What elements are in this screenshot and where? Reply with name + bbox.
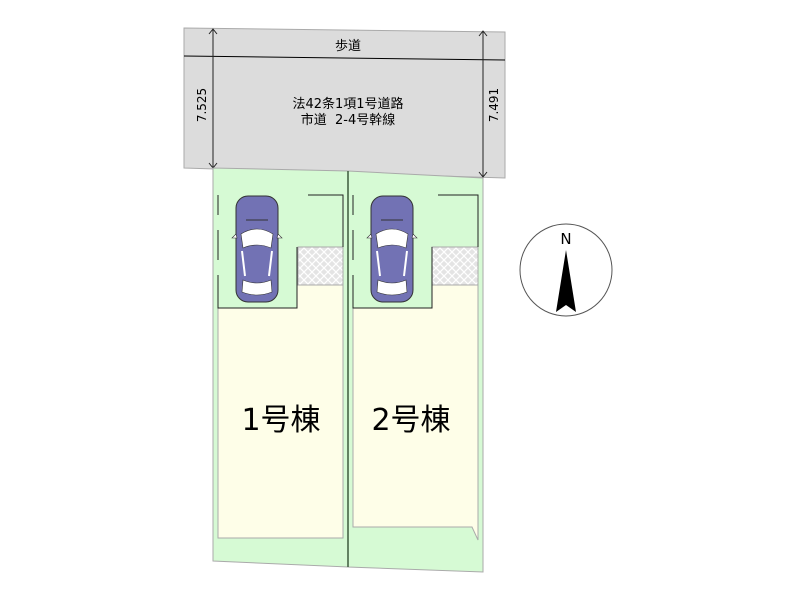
width-right-label: 7.491 [487,88,501,122]
hatched-area [431,246,479,286]
lot-2-label: 2号棟 [371,403,450,438]
width-left-label: 7.525 [195,88,209,122]
north-arrow-icon [556,250,576,312]
car-icon [366,195,418,303]
road-label-line2: 市道 2-4号幹線 [301,112,396,128]
lot-2: 2号棟 [347,170,484,573]
lot-1: 1号棟 [212,167,349,568]
road-label-line1: 法42条1項1号道路 [292,96,403,112]
lot-1-label: 1号棟 [241,403,320,438]
hatched-area [297,246,344,286]
compass-north-label: N [560,230,571,248]
road: 歩道 法42条1項1号道路 市道 2-4号幹線 7.525 7.491 [183,27,506,179]
sidewalk-label: 歩道 [335,39,361,54]
car-icon [231,195,283,303]
dimension-right [478,30,488,178]
compass: N [519,223,613,317]
